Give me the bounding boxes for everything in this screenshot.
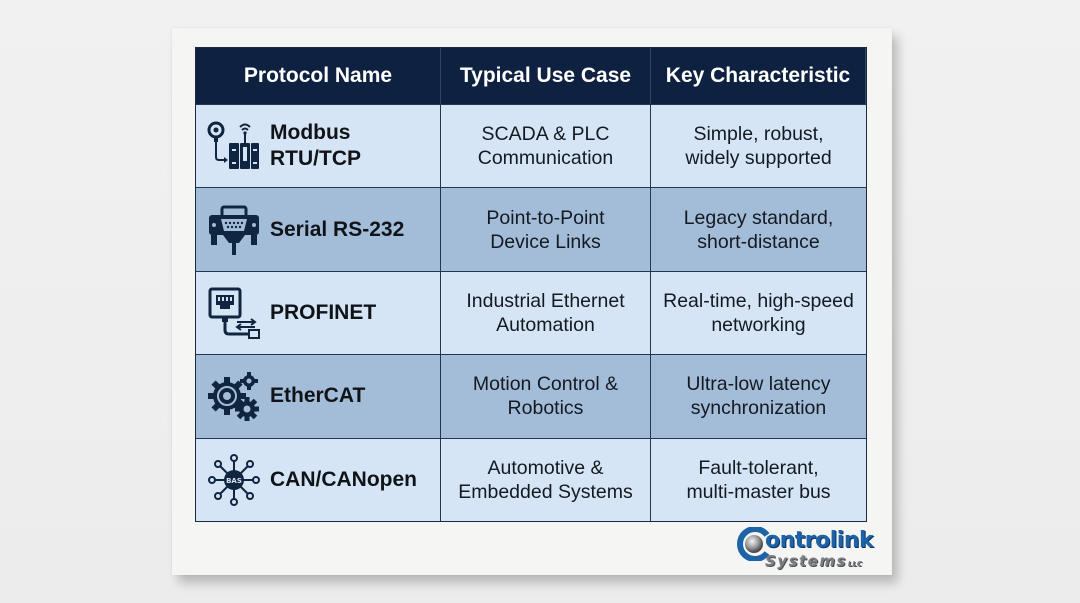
use-case-cell: Point-to-Point Device Links	[441, 187, 651, 271]
use-case-cell: Automotive & Embedded Systems	[441, 437, 651, 521]
svg-text:BAS: BAS	[226, 477, 242, 485]
logo-wordmark: ontrolink	[765, 528, 874, 553]
controlink-logo: ontrolink SystemsLLC	[735, 525, 875, 571]
use-case-cell: SCADA & PLC Communication	[441, 104, 651, 188]
modbus-device-icon	[206, 118, 262, 174]
header-protocol-name: Protocol Name	[196, 48, 441, 104]
table-row-profinet-name: PROFINET	[196, 270, 441, 355]
table-row-ethercat-name: EtherCAT	[196, 354, 441, 438]
gears-icon	[206, 368, 262, 424]
table-row-serial-name: Serial RS-232	[196, 187, 441, 271]
table-row-can-name: BAS CAN/CANopen	[196, 437, 441, 521]
logo-subtitle: SystemsLLC	[765, 552, 862, 570]
use-case-cell: Motion Control & Robotics	[441, 354, 651, 438]
header-key-characteristic: Key Characteristic	[651, 48, 866, 104]
ethernet-port-icon	[206, 285, 262, 341]
protocol-name: EtherCAT	[270, 384, 366, 408]
characteristic-cell: Real-time, high-speed networking	[651, 270, 866, 355]
logo-c-mark-icon	[737, 527, 770, 561]
table-row-modbus-name: Modbus RTU/TCP	[196, 104, 441, 188]
characteristic-cell: Fault-tolerant, multi-master bus	[651, 437, 866, 521]
characteristic-cell: Legacy standard, short-distance	[651, 187, 866, 271]
protocol-name: PROFINET	[270, 300, 377, 324]
use-case-cell: Industrial Ethernet Automation	[441, 270, 651, 355]
protocol-name: Modbus RTU/TCP	[270, 121, 361, 171]
serial-connector-icon	[206, 202, 262, 258]
characteristic-cell: Simple, robust, widely supported	[651, 104, 866, 188]
header-typical-use-case: Typical Use Case	[441, 48, 651, 104]
protocol-table: Protocol Name Typical Use Case Key Chara…	[195, 47, 867, 522]
characteristic-cell: Ultra-low latency synchronization	[651, 354, 866, 438]
bus-network-icon: BAS	[206, 452, 262, 508]
protocol-name: Serial RS-232	[270, 217, 405, 241]
protocol-name: CAN/CANopen	[270, 467, 417, 491]
